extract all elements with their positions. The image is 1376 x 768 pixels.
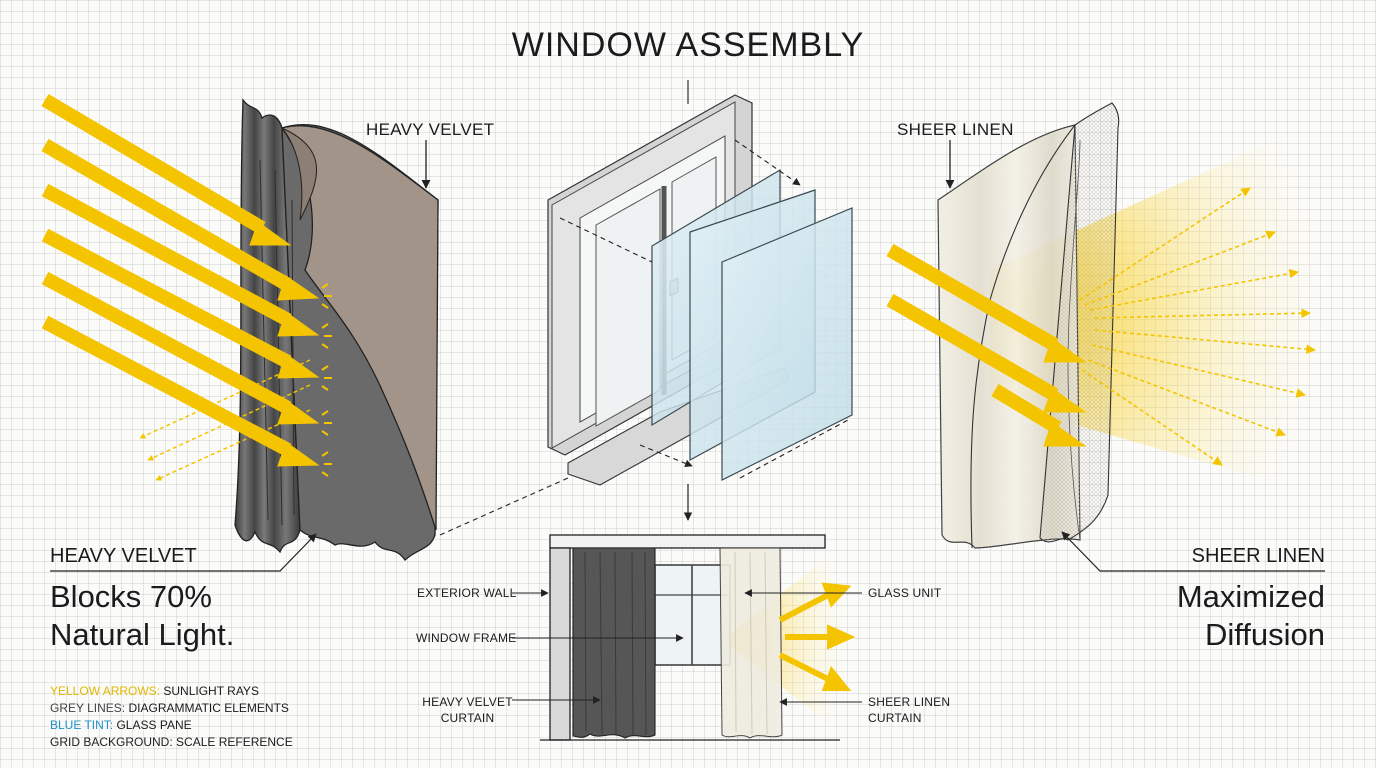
label-heavy-velvet-curtain-line2: CURTAIN: [440, 711, 495, 725]
linen-side-leader: [1061, 531, 1325, 572]
velvet-reflected-rays: [139, 359, 311, 481]
linen-sunlight-arrows: [886, 243, 1087, 447]
caption-heavy-velvet: Blocks 70% Natural Light.: [50, 578, 234, 654]
glass-pane-3: [721, 207, 853, 481]
label-exterior-wall: EXTERIOR WALL: [417, 586, 517, 600]
legend-key-yellow: YELLOW ARROWS:: [50, 684, 161, 698]
label-heavy-velvet-curtain-line1: HEAVY VELVET: [422, 695, 513, 709]
section-view: [512, 534, 862, 741]
section-velvet-curtain: [572, 547, 656, 739]
legend-key-blue: BLUE TINT:: [50, 718, 114, 732]
label-sheer-linen-top: SHEER LINEN: [897, 120, 1014, 139]
legend-text: GLASS PANE: [113, 718, 192, 732]
section-ceiling: [549, 534, 826, 549]
legend-item: BLUE TINT: GLASS PANE: [50, 717, 293, 734]
linen-diffused-rays: [1079, 187, 1316, 466]
caption-left-line1: Blocks 70%: [50, 579, 212, 614]
label-sheer-linen-curtain-line1: SHEER LINEN: [868, 695, 951, 709]
label-sheer-linen-side-text: SHEER LINEN: [1191, 545, 1325, 567]
legend-text: DIAGRAMMATIC ELEMENTS: [125, 701, 289, 715]
velvet-sunlight-arrows: [41, 93, 320, 467]
caption-left-line2: Natural Light.: [50, 617, 235, 652]
legend-item: YELLOW ARROWS: SUNLIGHT RAYS: [50, 683, 293, 700]
label-sheer-linen-curtain: SHEER LINEN CURTAIN: [868, 694, 950, 726]
velvet-folded-corner: [280, 125, 439, 531]
velvet-side-leader: [50, 533, 317, 572]
page-title: WINDOW ASSEMBLY: [511, 26, 865, 64]
legend-key-grey: GREY LINES:: [50, 701, 126, 715]
caption-sheer-linen: Maximized Diffusion: [1125, 578, 1325, 654]
label-glass-unit: GLASS UNIT: [868, 586, 942, 600]
section-exterior-wall: [549, 547, 571, 741]
legend-item: GREY LINES: DIAGRAMMATIC ELEMENTS: [50, 700, 293, 717]
caption-right-line2: Diffusion: [1204, 617, 1325, 652]
legend-text: SUNLIGHT RAYS: [160, 684, 259, 698]
legend: YELLOW ARROWS: SUNLIGHT RAYS GREY LINES:…: [50, 683, 293, 751]
legend-text: SCALE REFERENCE: [172, 735, 293, 749]
label-heavy-velvet-top: HEAVY VELVET: [366, 120, 495, 139]
explode-guides: [439, 139, 849, 536]
label-window-frame: WINDOW FRAME: [416, 631, 517, 645]
label-sheer-linen-curtain-line2: CURTAIN: [868, 711, 922, 725]
velvet-curl: [281, 127, 317, 221]
caption-right-line1: Maximized: [1176, 579, 1325, 614]
label-heavy-velvet-side: HEAVY VELVET: [50, 545, 197, 567]
legend-item: GRID BACKGROUND: SCALE REFERENCE: [50, 734, 293, 751]
glass-panes: [651, 168, 853, 481]
heavy-velvet-illustration: [234, 98, 439, 561]
label-sheer-linen-side: SHEER LINEN: [1180, 545, 1325, 568]
velvet-blocked-glints: [321, 283, 332, 477]
label-heavy-velvet-curtain: HEAVY VELVET CURTAIN: [420, 694, 515, 726]
legend-key-grid: GRID BACKGROUND:: [50, 735, 173, 749]
